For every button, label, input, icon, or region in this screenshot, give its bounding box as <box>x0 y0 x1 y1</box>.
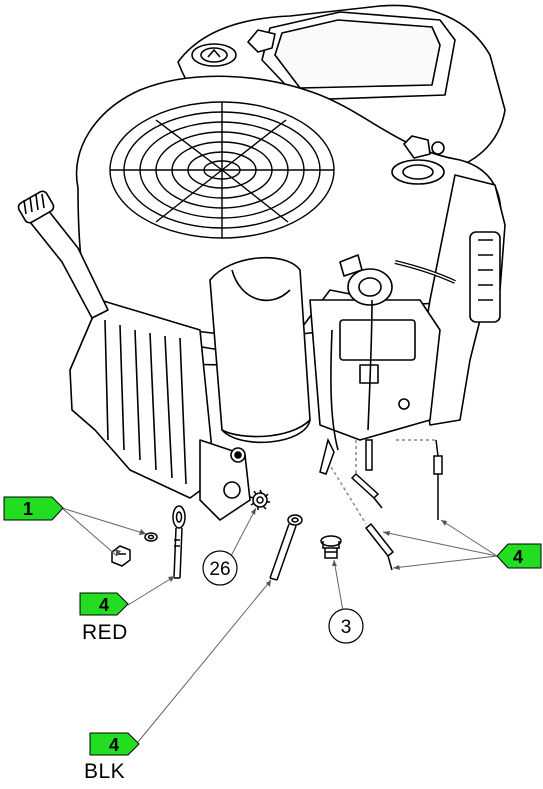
callout-4-blk: 4 <box>89 732 140 756</box>
engine-illustration <box>17 4 506 521</box>
cable-plug-3 <box>433 439 443 520</box>
leader-arrowheads <box>115 508 447 587</box>
callout-4-red-number: 4 <box>99 595 109 615</box>
fan-grille <box>109 101 335 239</box>
callout-4-red: 4 <box>79 592 129 616</box>
callout-4-right: 4 <box>496 543 542 569</box>
cable-plug-2 <box>364 522 395 571</box>
star-washer <box>249 489 270 510</box>
washer <box>144 532 158 542</box>
callout-26: 26 <box>202 550 238 586</box>
bolt-left <box>111 545 131 567</box>
flange-bolt <box>320 535 342 559</box>
wire-label-blk: BLK <box>84 760 126 783</box>
callout-1-number: 1 <box>23 499 33 519</box>
leader-lines <box>61 507 498 743</box>
black-cable-terminal <box>269 514 303 581</box>
callout-26-number: 26 <box>209 559 230 580</box>
cable-plug-1 <box>350 472 383 509</box>
callout-4-right-number: 4 <box>513 547 523 567</box>
callout-1: 1 <box>3 496 64 521</box>
callout-4-blk-number: 4 <box>109 735 119 755</box>
callout-3-number: 3 <box>341 617 352 638</box>
red-cable-terminal <box>172 505 186 579</box>
wire-label-red: RED <box>82 621 128 644</box>
callout-3: 3 <box>328 608 364 644</box>
